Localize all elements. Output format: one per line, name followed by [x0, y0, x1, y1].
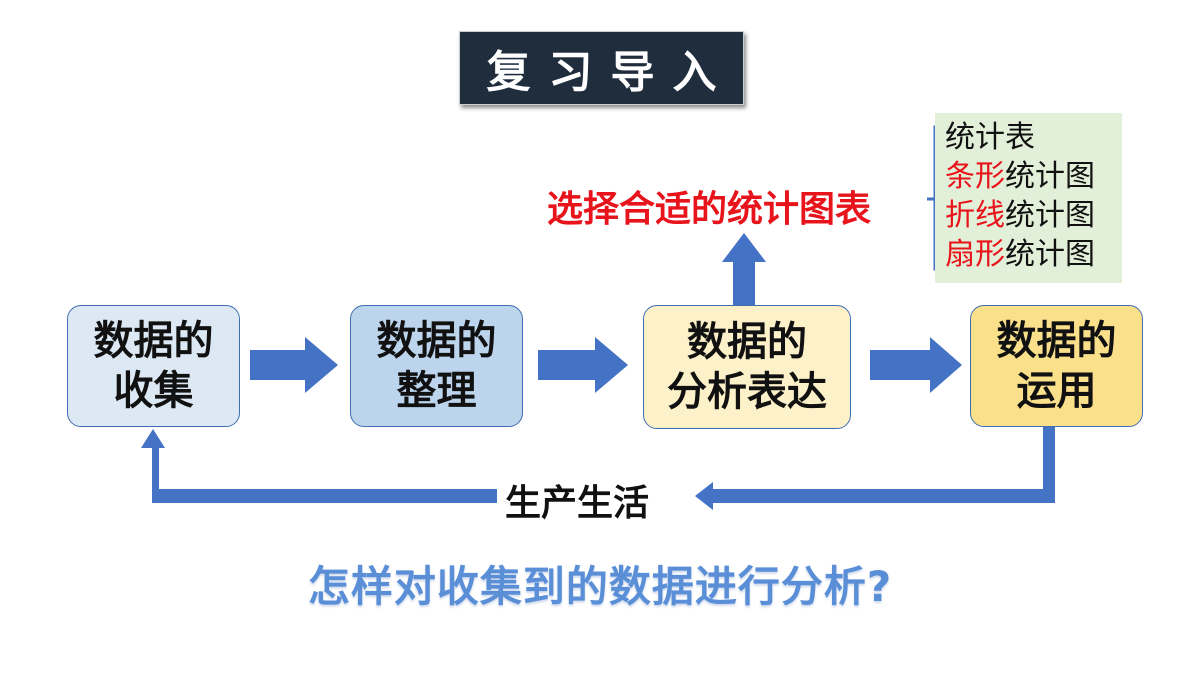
title-box: 复习导入	[459, 31, 744, 105]
chart-type-item: 统计表	[945, 119, 1035, 157]
node-data-organizing: 数据的 整理	[350, 305, 523, 427]
chart-type-item: 条形统计图	[945, 158, 1095, 196]
chart-type-black: 统计图	[1005, 198, 1095, 233]
chart-type-black: 统计表	[945, 120, 1035, 155]
node-line1: 数据的	[93, 318, 214, 364]
feedback-label: 生产生活	[505, 483, 650, 524]
chart-type-item: 折线统计图	[945, 197, 1095, 235]
chart-type-item: 扇形统计图	[945, 236, 1095, 274]
page-title: 复习导入	[486, 47, 735, 98]
chart-type-red: 条形	[945, 159, 1005, 194]
node-data-analysis: 数据的 分析表达	[643, 305, 851, 429]
arrow-analyze-to-apply	[870, 337, 962, 393]
node-line2: 运用	[1016, 368, 1097, 414]
feedback-line-right	[695, 427, 1055, 510]
node-data-collection: 数据的 收集	[67, 305, 240, 427]
question-text: 怎样对收集到的数据进行分析?	[307, 562, 893, 611]
feedback-line-left	[141, 429, 497, 503]
arrow-analyze-to-choose	[722, 233, 766, 305]
choose-chart-label: 选择合适的统计图表	[547, 189, 872, 230]
chart-type-red: 扇形	[945, 237, 1005, 272]
node-data-application: 数据的 运用	[970, 305, 1143, 427]
arrow-organize-to-analyze	[538, 337, 628, 393]
arrow-collect-to-organize	[250, 337, 338, 393]
node-line2: 分析表达	[667, 369, 827, 415]
node-line2: 整理	[396, 368, 477, 414]
chart-type-red: 折线	[945, 198, 1005, 233]
node-line1: 数据的	[996, 318, 1117, 364]
node-line1: 数据的	[687, 319, 807, 365]
chart-type-list: 统计表 条形统计图 折线统计图 扇形统计图	[935, 113, 1122, 283]
node-line1: 数据的	[376, 318, 497, 364]
node-line2: 收集	[113, 368, 194, 414]
chart-type-black: 统计图	[1005, 159, 1095, 194]
chart-type-black: 统计图	[1005, 237, 1095, 272]
